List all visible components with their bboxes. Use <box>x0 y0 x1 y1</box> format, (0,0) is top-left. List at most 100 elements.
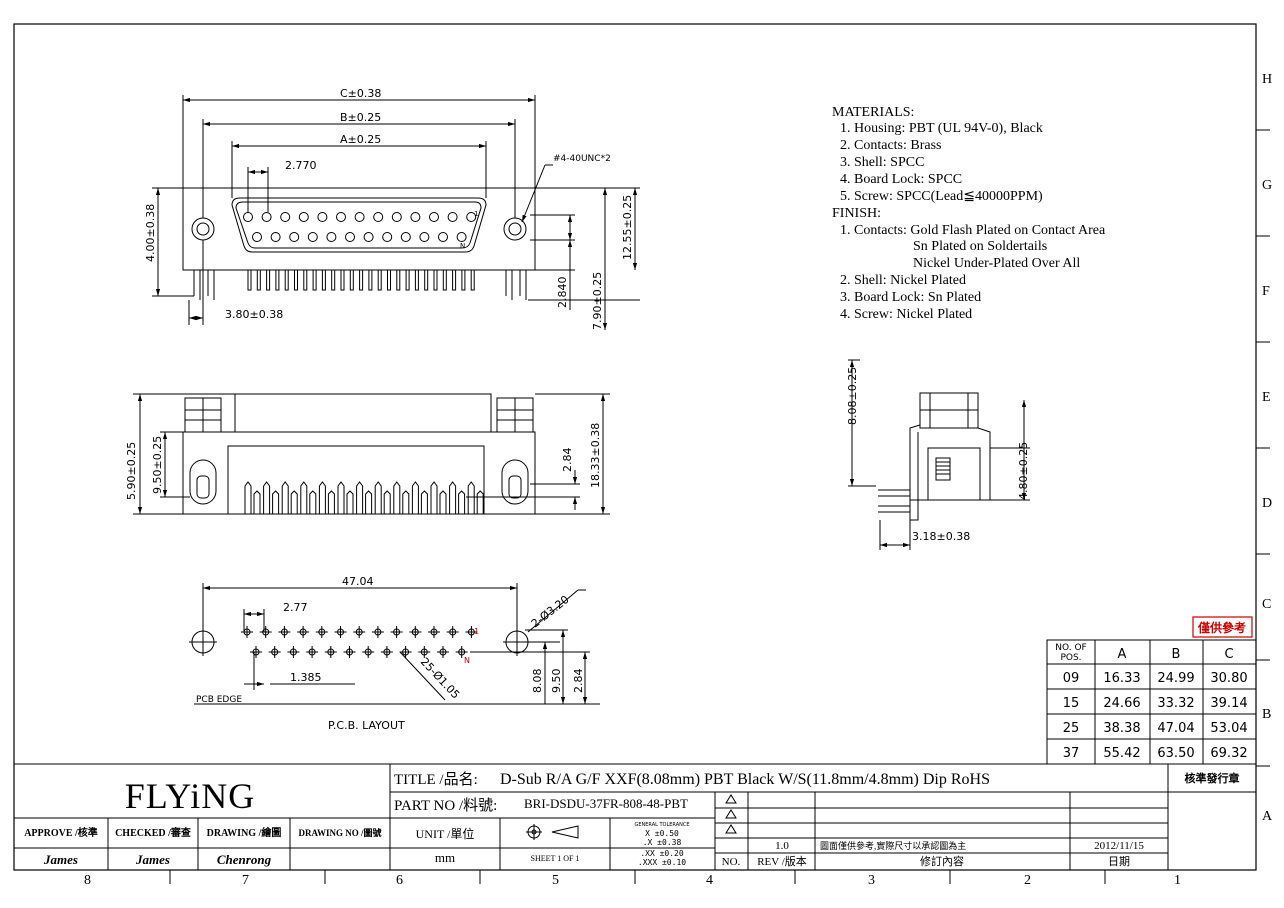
pcb-hole-cross <box>287 646 300 658</box>
pin-tail <box>359 269 364 291</box>
front-pin <box>439 490 447 514</box>
front-left-h1-label: 5.90±0.25 <box>125 442 138 500</box>
front-pin <box>309 490 317 514</box>
col-label-8: 8 <box>84 873 91 888</box>
reference-stamp: 僅供參考 <box>1192 616 1253 638</box>
checked-name: James <box>135 852 170 867</box>
pcb-hole-cross <box>390 626 403 638</box>
pin-tail <box>442 269 447 291</box>
title-value: D-Sub R/A G/F XXF(8.08mm) PBT Black W/S(… <box>500 771 990 788</box>
col-label-1: 1 <box>1174 873 1181 888</box>
pin-tail <box>387 269 391 291</box>
zone-labels: H G F E D C B A 8 7 6 5 4 3 2 1 <box>84 72 1273 888</box>
top-pin-row1 <box>354 212 365 222</box>
title-label: TITLE /品名: <box>394 771 478 788</box>
front-pin <box>253 490 261 514</box>
side-view <box>848 359 1030 550</box>
materials-heading: MATERIALS: <box>832 105 914 120</box>
drawing-frame <box>13 23 1270 884</box>
table-cell: 24.66 <box>1103 696 1140 711</box>
table-cell: 47.04 <box>1157 721 1194 736</box>
pin-tail <box>396 269 401 291</box>
col-label-2: 2 <box>1024 873 1031 888</box>
col-label-5: 5 <box>552 873 559 888</box>
pcb-h1-label: 8.08 <box>531 669 544 694</box>
unit-label: UNIT /單位 <box>416 826 475 841</box>
approve-name: James <box>43 852 78 867</box>
drawing-label: DRAWING /繪圖 <box>207 826 282 839</box>
front-pin <box>374 481 382 514</box>
pcb-hole-cross <box>409 626 422 638</box>
row-label-g: G <box>1262 178 1272 193</box>
table-cell: 33.32 <box>1157 696 1194 711</box>
table-header-pos-line1: NO. OF <box>1055 643 1086 653</box>
title-block <box>14 763 1256 870</box>
top-pin-row1 <box>391 212 402 222</box>
top-pin-row1 <box>336 212 346 222</box>
pcb-pin1-label: 1 <box>474 627 479 636</box>
content-label: 修訂內容 <box>920 854 964 868</box>
pcb-hole-cross <box>353 626 366 638</box>
pin-tail <box>340 269 345 291</box>
finish-contacts-2: Sn Plated on Soldertails <box>913 239 1047 254</box>
row-label-e: E <box>1262 390 1271 405</box>
pcb-hole-cross <box>418 646 431 658</box>
col-label-4: 4 <box>706 873 713 888</box>
pcb-hole-cross <box>465 626 478 638</box>
row-label-h: H <box>1262 72 1272 87</box>
svg-text:僅供參考: 僅供參考 <box>1197 620 1246 635</box>
table-cell: 53.04 <box>1210 721 1247 736</box>
table-cell: 63.50 <box>1157 746 1194 761</box>
finish-contacts: 1. Contacts: Gold Flash Plated on Contac… <box>840 223 1106 238</box>
pin-tail <box>368 269 373 291</box>
top-view <box>152 95 640 330</box>
no-label: NO. <box>722 856 741 868</box>
part-label: PART NO /料號: <box>394 797 497 814</box>
front-right-h1-label: 2.84 <box>561 448 574 473</box>
top-pin-row2 <box>438 232 448 242</box>
row-label-b: B <box>1262 707 1271 722</box>
front-pin <box>327 490 335 514</box>
pcb-hole-cross <box>334 626 347 638</box>
top-view-labels: C±0.38 B±0.25 A±0.25 2.770 #4-40UNC*2 1 … <box>144 87 634 330</box>
table-cell: 37 <box>1063 746 1080 761</box>
company-logo: FLYiNG <box>125 776 255 816</box>
pcb-layout-view <box>189 583 600 705</box>
col-label-3: 3 <box>868 873 875 888</box>
side-bottom-w-label: 3.18±0.38 <box>912 530 970 543</box>
front-pin <box>356 481 364 514</box>
front-pin <box>476 490 484 514</box>
front-pin <box>402 490 410 514</box>
pin-tail <box>294 269 298 291</box>
front-pin <box>244 481 252 514</box>
pin-tail <box>275 269 280 291</box>
pin-tail <box>247 269 252 291</box>
pcb-hole-cross <box>380 646 393 658</box>
dim-c-label: C±0.38 <box>340 87 381 100</box>
pin-tail <box>405 269 410 291</box>
table-cell: 09 <box>1063 671 1080 686</box>
top-pin-row1 <box>317 212 328 222</box>
dim-a-label: A±0.25 <box>340 133 381 146</box>
pin-tail <box>321 269 326 291</box>
top-pin-row1 <box>429 212 439 222</box>
left-height-label: 4.00±0.38 <box>144 204 157 262</box>
table-cell: 15 <box>1063 696 1080 711</box>
front-view-labels: 5.90±0.25 9.50±0.25 2.84 18.33±0.38 <box>125 423 602 500</box>
pcb-hole-cross <box>399 646 412 658</box>
top-pin-row2 <box>363 232 374 242</box>
table-header-pos-line2: POS. <box>1060 653 1081 663</box>
pitch-label: 2.770 <box>285 159 317 172</box>
tolerance-line-2: .X ±0.38 <box>643 838 682 847</box>
material-shell: 3. Shell: SPCC <box>840 155 924 170</box>
pcb-hole-cross <box>324 646 337 658</box>
pcb-hole-cross <box>315 626 328 638</box>
table-cell: 38.38 <box>1103 721 1140 736</box>
top-pin-row1 <box>373 212 384 222</box>
table-header-b: B <box>1172 647 1181 662</box>
pcb-hole-cross <box>268 646 281 658</box>
front-pin <box>272 490 280 514</box>
pin-tail <box>424 269 429 291</box>
pcb-width-label: 47.04 <box>342 575 374 588</box>
